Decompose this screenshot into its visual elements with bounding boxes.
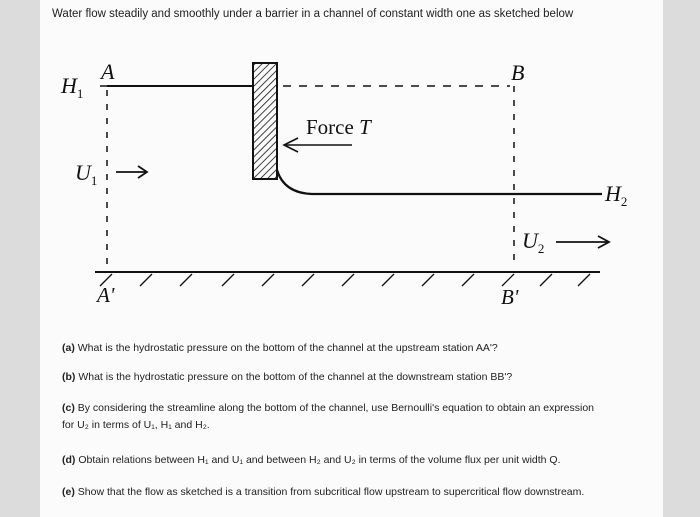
question-a: (a) What is the hydrostatic pressure on …: [62, 342, 498, 354]
label-a-prime: A': [95, 283, 115, 307]
problem-heading: Water flow steadily and smoothly under a…: [52, 8, 574, 20]
question-b: (b) What is the hydrostatic pressure on …: [62, 371, 513, 383]
u2-arrow-head: [597, 235, 611, 249]
force-label: Force T: [306, 115, 372, 139]
bottom-hatching: [99, 273, 591, 287]
label-b: B: [511, 60, 524, 85]
channel-diagram: A H1 B U1 H2 U2 A' B' Force T: [60, 59, 627, 309]
question-c: (c) By considering the streamline along …: [62, 402, 595, 431]
downstream-surface-line: [275, 169, 602, 196]
label-u1: U1: [75, 160, 97, 188]
label-h1: H1: [60, 73, 83, 101]
question-d: (d) Obtain relations between H₁ and U₁ a…: [62, 454, 561, 466]
label-a: A: [99, 59, 115, 84]
label-b-prime: B': [501, 285, 519, 309]
barrier: [252, 62, 278, 180]
question-e: (e) Show that the flow as sketched is a …: [62, 486, 585, 498]
label-h2: H2: [604, 181, 627, 209]
force-arrow-head: [282, 137, 299, 153]
u1-arrow-head: [137, 165, 149, 179]
label-u2: U2: [522, 228, 544, 256]
